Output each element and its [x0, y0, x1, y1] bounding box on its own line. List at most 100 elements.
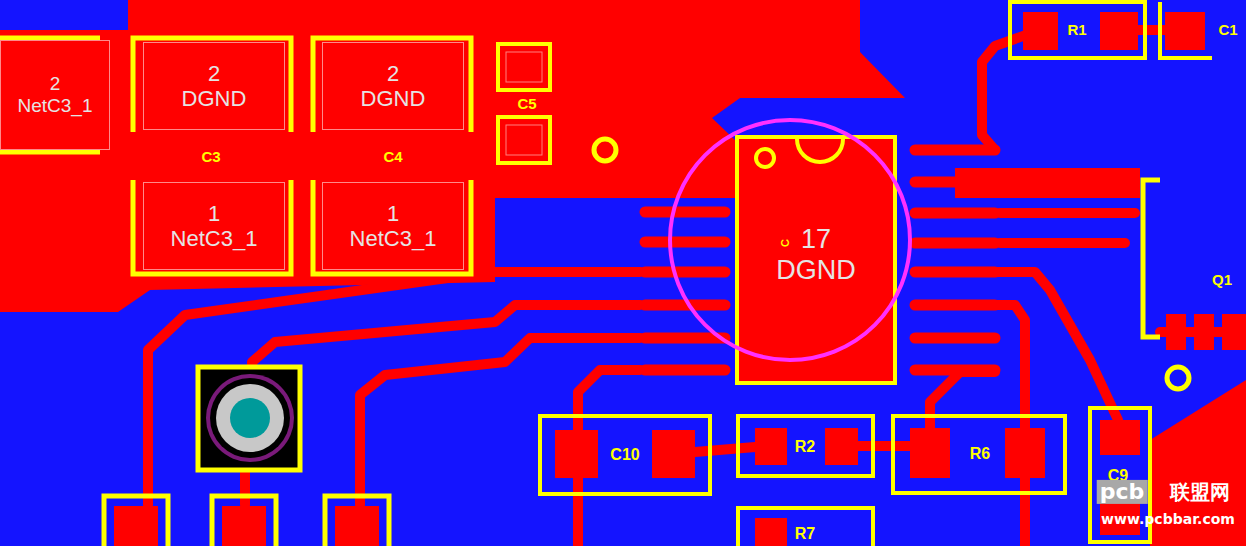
trace: [858, 441, 910, 451]
through-hole-annulus: [216, 384, 284, 452]
smd-pad: [755, 518, 787, 546]
smd-pad: [335, 506, 379, 546]
watermark: www.pcbbar.com: [1101, 512, 1235, 527]
designator: R6: [970, 445, 990, 463]
copper-pad: 17DGND: [741, 200, 891, 310]
smd-pad: [1166, 314, 1186, 350]
copper-pad: 2DGND: [143, 42, 285, 130]
smd-pad: [1005, 428, 1045, 478]
smd-pad: [104, 496, 168, 546]
pin-number: 1: [387, 201, 399, 226]
net-name: NetC3_1: [18, 95, 93, 117]
designator: C: [779, 239, 791, 247]
silk-outline: [133, 180, 291, 274]
net-name: DGND: [776, 255, 856, 286]
through-hole-pad: [198, 367, 300, 470]
silk-outline: [313, 180, 471, 274]
r6-outline: [893, 416, 1065, 493]
smd-pad: [1194, 314, 1214, 350]
copper-pad: 1NetC3_1: [322, 182, 464, 270]
designator: Q1: [1212, 272, 1232, 289]
pin-number: 2: [50, 73, 61, 95]
ic-pin: [915, 267, 995, 278]
c5-pad-edge: [506, 52, 542, 82]
smd-pad: [825, 428, 858, 465]
ic-notch: [797, 139, 843, 162]
capacitor-outlines: [0, 38, 471, 274]
smd-pad: [1100, 420, 1140, 455]
silk-outline: [313, 38, 471, 132]
smd-pad: [1023, 12, 1058, 50]
ic-pin: [645, 237, 725, 248]
via: [594, 139, 616, 161]
net-name: DGND: [361, 86, 426, 111]
bottom-pads: [104, 496, 389, 546]
smd-pad: [1222, 314, 1246, 350]
smd-pad: [212, 496, 276, 546]
smd-pad: [910, 428, 950, 478]
designator: C5: [517, 96, 536, 113]
pin1-dot: [756, 149, 774, 167]
ic-pin: [915, 238, 995, 249]
designator: R2: [795, 438, 815, 456]
trace: [1000, 208, 1135, 218]
ic-pin: [645, 207, 725, 218]
r2-outline: [738, 416, 873, 476]
ic-pin: [915, 365, 995, 376]
designator: R1: [1067, 22, 1086, 39]
c5-pad: [498, 117, 550, 163]
net-name: NetC3_1: [171, 226, 258, 251]
silk-outline: [133, 38, 291, 132]
c1-outline: [1160, 2, 1212, 58]
ic-pin: [915, 145, 995, 156]
net-name: DGND: [182, 86, 247, 111]
copper-pad: 1NetC3_1: [143, 182, 285, 270]
smd-pad: [755, 428, 787, 465]
via: [1167, 367, 1189, 389]
designator: C3: [201, 149, 220, 166]
designator: R7: [795, 525, 815, 543]
smd-pad: [1100, 12, 1138, 50]
pin-number: 17: [801, 224, 831, 255]
smd-pad: [555, 430, 600, 478]
through-hole-drill: [230, 398, 270, 438]
c5-pad-edge: [506, 125, 542, 155]
ic-pin: [915, 177, 995, 188]
r1-outline: [1010, 2, 1145, 58]
trace: [930, 372, 995, 428]
ic-outline: [737, 137, 895, 383]
ic-pin: [915, 208, 995, 219]
traces: [148, 30, 1246, 546]
pin-number: 1: [208, 201, 220, 226]
c5-pad: [498, 44, 550, 90]
smd-pad: [114, 506, 158, 546]
pin-number: 2: [208, 61, 220, 86]
smd-pad: [1165, 12, 1205, 50]
smd-pad: [325, 496, 389, 546]
c10-gap: [598, 428, 652, 480]
trace: [148, 272, 640, 505]
silk-outline: [0, 150, 100, 155]
q1-outline: [1143, 180, 1160, 337]
trace: [695, 447, 755, 452]
smd-pad: [650, 430, 695, 478]
highlight-circle: [670, 120, 910, 360]
designator: C1: [1218, 22, 1237, 39]
watermark: pcb: [1097, 480, 1148, 504]
copper-pad: 2DGND: [322, 42, 464, 130]
through-hole-ring: [210, 378, 290, 458]
ic-pin: [645, 365, 725, 376]
pin-number: 2: [387, 61, 399, 86]
c10-outline: [540, 416, 710, 494]
r6-gap: [953, 428, 1001, 478]
trace: [995, 272, 1118, 420]
copper-pad: 2NetC3_1: [0, 40, 110, 150]
watermark: 联盟网: [1170, 481, 1230, 503]
r7-outline: [738, 508, 873, 546]
ic-pin: [645, 267, 725, 278]
ic-thermal-pad: [737, 137, 895, 383]
